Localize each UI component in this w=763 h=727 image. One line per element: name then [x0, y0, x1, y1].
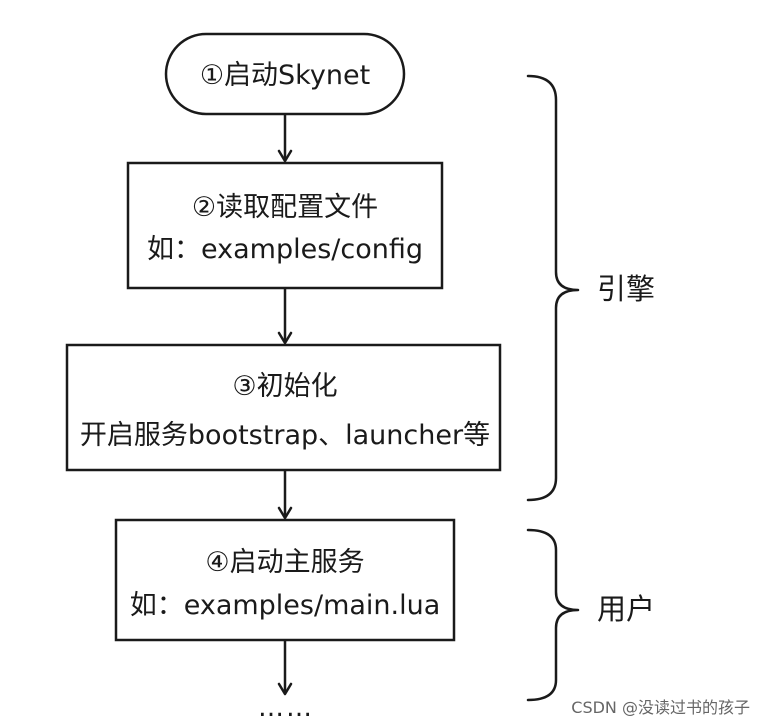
step-4-line-1: ④启动主服务: [205, 547, 364, 578]
step-4-box: [114, 518, 456, 642]
engine-brace: [526, 74, 580, 502]
user-label: 用户: [597, 592, 655, 626]
step-4-line-2: 如：examples/main.lua: [130, 590, 441, 621]
step-2-line-1: ②读取配置文件: [192, 192, 378, 223]
arrowhead-3-4: [277, 506, 293, 520]
step-3-line-1: ③初始化: [232, 371, 337, 402]
step-2-line-2: 如：examples/config: [147, 234, 423, 265]
csdn-watermark: CSDN @没读过书的孩子: [571, 698, 750, 717]
step-2-box: [126, 161, 444, 290]
arrowhead-2-3: [277, 331, 293, 345]
arrowhead-1-2: [277, 149, 293, 163]
arrowhead-4-next: [277, 682, 293, 696]
step-3-line-2: 开启服务bootstrap、launcher等: [80, 420, 490, 451]
continuation-ellipsis: ……: [258, 693, 314, 723]
user-brace: [526, 528, 580, 702]
step-1-text: ①启动Skynet: [200, 60, 370, 91]
engine-label: 引擎: [597, 272, 655, 306]
step-3-box: [65, 343, 502, 472]
